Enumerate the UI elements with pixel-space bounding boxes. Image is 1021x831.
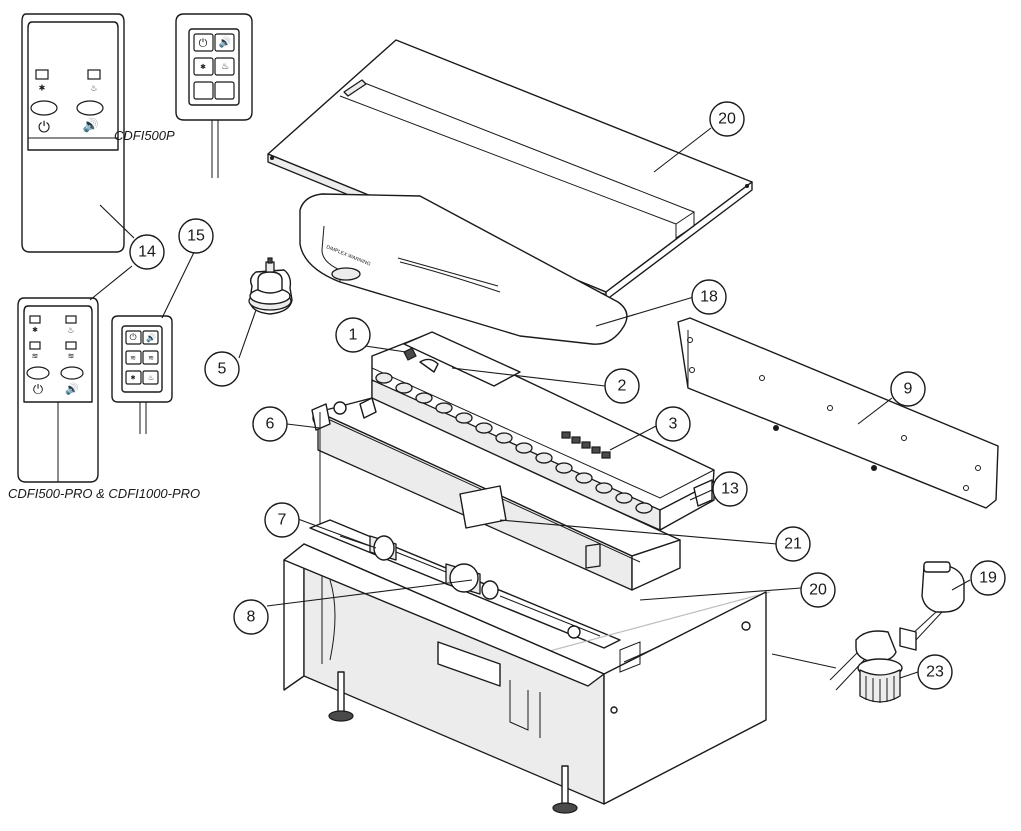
callout-9: 9: [890, 371, 926, 407]
svg-text:7: 7: [278, 512, 287, 529]
heat-icon: ≋: [68, 352, 75, 361]
leader-lines: [238, 127, 971, 679]
power-icon: ⏻: [129, 332, 136, 343]
speaker-icon: 🔊: [65, 382, 79, 396]
callout-19: 19: [970, 560, 1006, 596]
svg-text:20: 20: [809, 582, 827, 599]
flame-tray: [311, 397, 681, 591]
heat-icon: ≋: [148, 354, 154, 362]
fan-icon: ✱: [39, 84, 46, 93]
svg-text:2: 2: [618, 378, 627, 395]
led-indicator-icon: [87, 69, 101, 80]
power-icon: ⏻: [199, 37, 208, 50]
led-display-3: [561, 431, 611, 459]
speaker-icon: 🔊: [83, 117, 99, 134]
svg-text:20: 20: [718, 111, 736, 128]
model-label-cdfi500p: CDFI500P: [114, 128, 175, 143]
callouts: 1 2 3 5 6 7 8 9 13 14 15 18 19 20 20 21 …: [129, 101, 1006, 690]
callout-8: 8: [233, 599, 269, 635]
remote-button-right: [76, 100, 104, 116]
remote-button-left: [30, 100, 58, 116]
svg-text:23: 23: [926, 664, 944, 681]
housing-18: DIMPLEX WARNING: [299, 193, 628, 345]
svg-text:5: 5: [218, 361, 227, 378]
svg-text:8: 8: [247, 609, 256, 626]
callout-6: 6: [252, 406, 288, 442]
flame-icon: ♨: [221, 62, 229, 72]
callout-23: 23: [917, 654, 953, 690]
water-fitting: [771, 561, 965, 703]
callout-13: 13: [712, 471, 748, 507]
callout-20-top: 20: [709, 101, 745, 137]
led-indicator-icon: [65, 341, 77, 350]
heat-icon: ≋: [32, 352, 39, 361]
svg-text:19: 19: [979, 570, 997, 587]
flame-icon: ♨: [67, 326, 74, 335]
connector-row: [375, 372, 653, 514]
remote-control-pro: ✱ ♨ ≋ ≋ ⏻ 🔊: [17, 265, 133, 483]
base-enclosure-20: [283, 543, 771, 805]
callout-7: 7: [264, 502, 300, 538]
heat-icon: ≋: [130, 354, 136, 362]
callout-21: 21: [775, 526, 811, 562]
power-icon: ⏻: [33, 383, 43, 398]
callout-5: 5: [204, 351, 240, 387]
svg-text:15: 15: [187, 228, 205, 245]
speaker-icon: 🔊: [146, 333, 156, 343]
part-5-component: [248, 257, 293, 315]
side-panel-9: [677, 317, 999, 509]
callout-18: 18: [691, 279, 727, 315]
callout-15: 15: [178, 218, 214, 254]
svg-text:9: 9: [904, 381, 913, 398]
callout-20-base: 20: [800, 572, 836, 608]
svg-text:1: 1: [349, 327, 358, 344]
remote-button-right: [60, 366, 84, 380]
model-label-pro: CDFI500-PRO & CDFI1000-PRO: [8, 486, 200, 501]
wall-control-panel-left: ⏻ 🔊 ≋ ≋ ✱ ♨: [111, 239, 201, 434]
remote-button-left: [26, 366, 50, 380]
svg-text:13: 13: [721, 481, 739, 498]
svg-text:18: 18: [700, 289, 718, 306]
callout-2: 2: [604, 368, 640, 404]
wall-control-panel-top: ⏻ 🔊 ✱ ♨: [175, 13, 253, 178]
fan-icon: ✱: [200, 63, 206, 71]
callout-3: 3: [655, 406, 691, 442]
power-icon: ⏻: [38, 118, 50, 136]
led-indicator-icon: [29, 341, 41, 350]
svg-text:3: 3: [669, 416, 678, 433]
flame-icon: ♨: [148, 374, 154, 382]
callout-14: 14: [129, 234, 165, 270]
led-indicator-icon: [29, 315, 41, 324]
svg-text:21: 21: [784, 536, 802, 553]
speaker-icon: 🔊: [219, 36, 231, 49]
motor-shaft-assembly: [309, 519, 621, 649]
svg-text:14: 14: [138, 244, 156, 261]
led-indicator-icon: [65, 315, 77, 324]
callout-1: 1: [335, 317, 371, 353]
svg-text:6: 6: [266, 416, 275, 433]
fan-icon: ✱: [32, 326, 38, 334]
leveling-feet: [328, 671, 578, 814]
flame-icon: ♨: [90, 84, 97, 93]
fan-icon: ✱: [130, 375, 135, 382]
led-indicator-icon: [35, 69, 49, 80]
remote-control-cdfi500p: ✱ ♨ ⏻ 🔊: [21, 13, 135, 253]
